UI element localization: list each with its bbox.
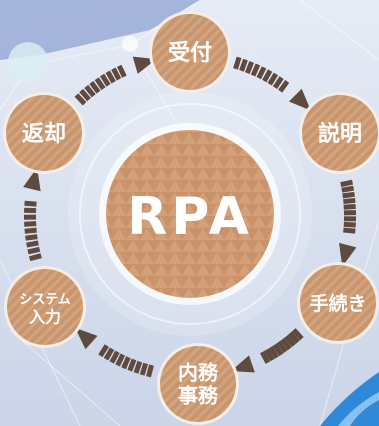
step-node-circle [6,95,82,171]
arrow-head [23,167,41,192]
arrow-dash [121,356,131,370]
arrow-dash [79,88,91,102]
arrow-dash [28,253,42,262]
step-label: 説明 [318,121,362,147]
center-node: RPA [99,123,281,305]
arrow-dash [25,234,38,241]
arrow-head [339,242,357,267]
arrow-dash [280,337,292,351]
arrow-dash [291,328,304,341]
arrow-dash [244,61,255,74]
blue-band-decoration [0,0,200,60]
arrow-dash [272,343,284,357]
arrow-dash [272,76,284,89]
arrow-dash [278,79,290,93]
step-node-circle [302,95,378,171]
cycle-arrow [339,179,357,267]
cycle-arrows [23,56,357,378]
arrow-dash [239,58,248,72]
arrow-dash [233,56,242,70]
arrow-dash [127,358,137,372]
cycle-arrow [23,167,42,262]
step-node-circle [7,269,83,345]
arrow-dash [111,67,122,81]
arrow-dash [268,345,279,359]
arrow-dash [24,200,37,207]
arrow-dash [343,204,356,210]
center-ring [79,103,301,325]
cycle-arrow [233,56,311,111]
arrow-dash [342,191,355,199]
arrow-head [75,327,98,350]
arrow-dash [262,69,273,83]
arrow-dash [74,93,87,106]
arrow-dash [259,350,271,364]
arrow-dash [133,360,143,374]
arrow-dash [343,210,357,216]
arrow-dash [98,344,109,358]
step-node-explanation: 説明 [299,92,379,174]
glow-dot-decoration [8,42,48,82]
arrow-dash [84,84,96,98]
glow-dot-decoration [122,36,138,52]
step-node-reception: 受付 [149,11,231,93]
arrow-dash [343,216,357,222]
cycle-arrow [74,56,157,106]
cycle-arrow [75,327,154,378]
arrow-dash [343,221,356,228]
step-node-procedure: 手続き [297,262,379,344]
arrow-dash [276,340,288,354]
arrow-dash [139,362,149,376]
arrow-dash [109,350,120,364]
step-label: 受付 [168,40,212,66]
arrow-dash [264,348,275,362]
arrow-dash [115,353,126,367]
step-label: 手続き [309,292,366,315]
step-node-circle [152,14,228,90]
step-label: 返却 [22,122,66,147]
arrow-dash [284,334,296,348]
arrow-dash [343,227,356,234]
arrow-dash [94,77,106,91]
arrow-dash [267,72,279,86]
arrow-dash [100,73,111,87]
arrow-dash [146,364,154,378]
arrow-dash [24,207,37,214]
arrow-dash [23,214,37,220]
arrow-dash [103,347,115,361]
arrow-dash [26,240,39,248]
arrow-dash [288,331,300,344]
step-label: 入力 [29,307,61,326]
arrow-dash [27,246,41,255]
arrow-dash [343,197,356,205]
arrow-head [288,88,311,111]
step-node-return: 返却 [3,92,85,174]
step-node-circle [300,265,376,341]
arrow-dash [341,185,355,193]
arrow-dash [89,80,101,94]
arrow-dash [250,63,261,77]
cycle-arrow [231,328,304,373]
step-node-circle [160,346,236,422]
arrow-dash [24,221,37,227]
blue-corner-decoration [320,372,379,426]
arrow-dash [256,66,267,80]
center-label: RPA [127,187,253,247]
arrow-dash [116,64,127,78]
step-label: 内務 [178,361,219,385]
arrow-head [231,355,255,373]
step-label: 事務 [178,384,219,408]
step-label: システム [19,292,71,307]
arrow-dash [24,227,37,234]
arrow-dash [340,179,353,188]
arrow-dash [105,70,116,84]
light-corner-decoration [338,392,379,426]
